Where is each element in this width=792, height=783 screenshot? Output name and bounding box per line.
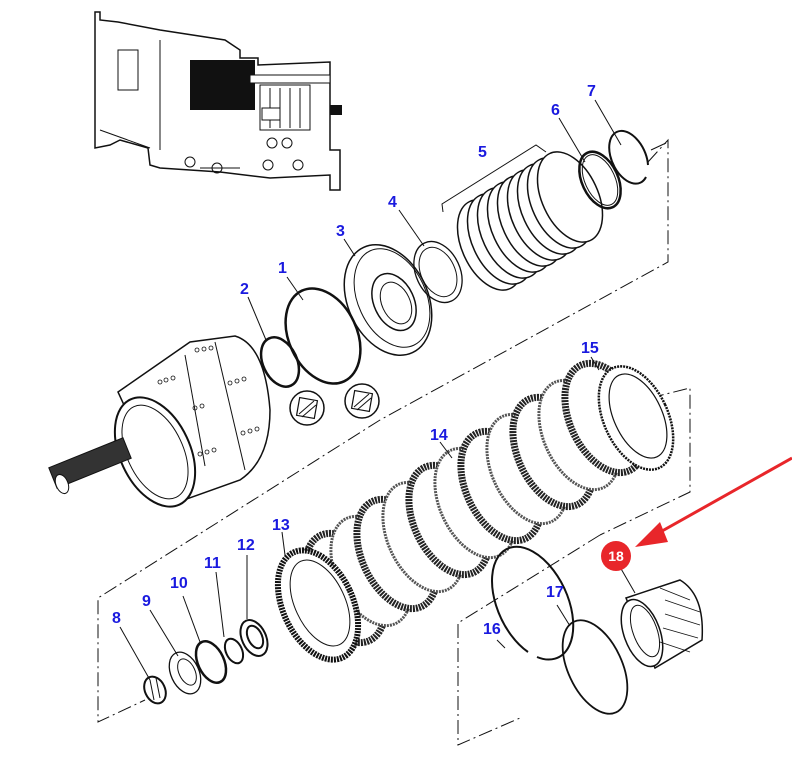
callout-16[interactable]: 16 xyxy=(483,621,501,638)
part-3-piston[interactable] xyxy=(327,231,449,370)
leader-lines xyxy=(119,99,667,681)
callout-7[interactable]: 7 xyxy=(587,83,596,100)
callout-2[interactable]: 2 xyxy=(240,281,249,298)
part-13-end-plate[interactable] xyxy=(262,538,374,673)
callout-18[interactable]: 18 xyxy=(608,548,624,564)
callout-1[interactable]: 1 xyxy=(278,260,287,277)
transmission-overview-inset xyxy=(94,11,342,191)
callout-8[interactable]: 8 xyxy=(112,610,121,627)
part-18-clutch-hub[interactable] xyxy=(613,579,704,672)
gear-cluster-dark xyxy=(190,60,255,110)
part-7-snap-ring[interactable] xyxy=(608,129,649,185)
callout-12[interactable]: 12 xyxy=(237,537,255,554)
callout-17[interactable]: 17 xyxy=(546,584,564,601)
callout-14[interactable]: 14 xyxy=(430,427,448,444)
part-11-small-oring[interactable] xyxy=(221,636,246,666)
callout-18-highlighted[interactable]: 18 xyxy=(601,541,631,571)
callout-4[interactable]: 4 xyxy=(388,194,397,211)
callout-13[interactable]: 13 xyxy=(272,517,290,534)
part-10-oring[interactable] xyxy=(190,637,232,688)
part-2-small-oring[interactable] xyxy=(254,331,307,392)
assembly-boundary-lines xyxy=(97,138,691,746)
part-1-large-oring[interactable] xyxy=(271,276,375,395)
callout-15[interactable]: 15 xyxy=(581,340,599,357)
part-8-needle-bearing[interactable] xyxy=(140,673,170,707)
part-17-ring[interactable] xyxy=(549,610,640,723)
callout-6[interactable]: 6 xyxy=(551,102,560,119)
callout-5[interactable]: 5 xyxy=(478,144,487,161)
spring-coil xyxy=(536,151,604,243)
highlight-arrow xyxy=(635,456,792,547)
part-16-snap-ring[interactable] xyxy=(491,545,575,661)
splined-insert-right xyxy=(344,383,380,419)
callout-10[interactable]: 10 xyxy=(170,575,188,592)
part-9-thrust-washer[interactable] xyxy=(163,647,207,699)
part-6-retainer-ring[interactable] xyxy=(571,145,629,215)
callout-labels: 1 2 3 4 5 6 7 8 9 10 11 12 13 14 15 16 1… xyxy=(112,83,631,638)
part-5-spring-pack[interactable] xyxy=(444,142,615,301)
clutch-drum-shaft xyxy=(48,335,271,508)
part-5-bracket xyxy=(441,144,547,213)
part-15-pressure-plate[interactable] xyxy=(584,355,688,482)
callout-18-badge xyxy=(601,541,631,571)
callout-11[interactable]: 11 xyxy=(204,555,221,572)
callout-9[interactable]: 9 xyxy=(142,593,151,610)
callout-3[interactable]: 3 xyxy=(336,223,345,240)
splined-insert-left xyxy=(289,390,325,426)
part-4-washer[interactable] xyxy=(405,234,472,311)
part-12-seal[interactable] xyxy=(235,616,273,661)
